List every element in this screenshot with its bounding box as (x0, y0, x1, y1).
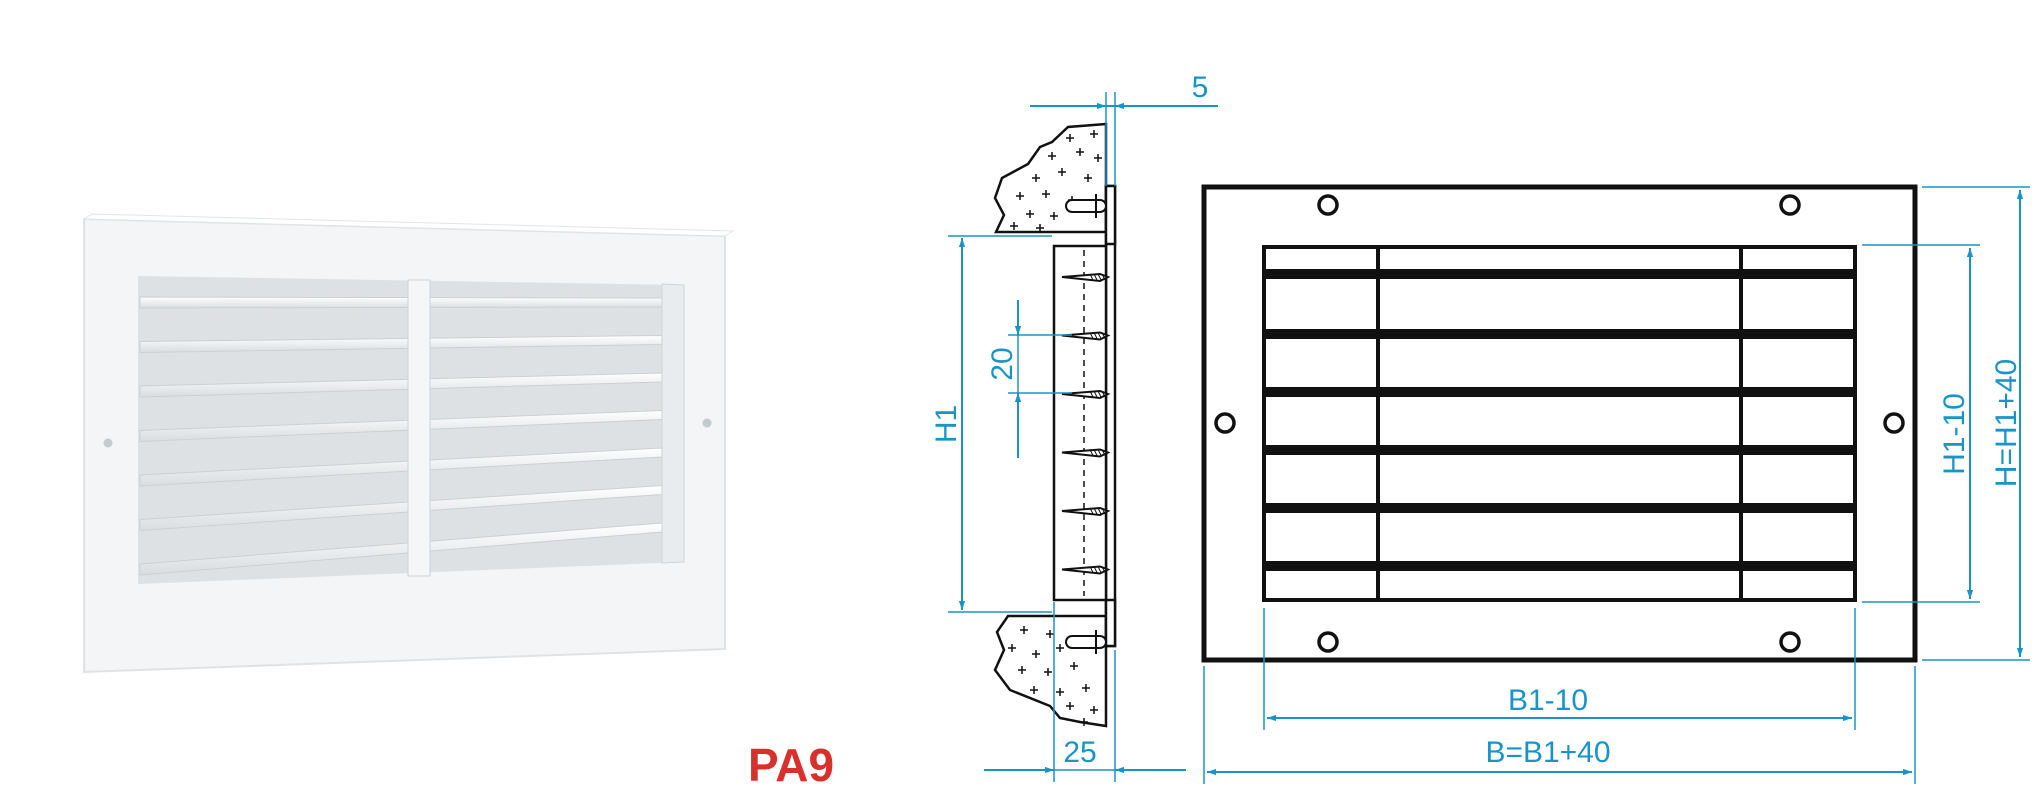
dimension-label-25: 25 (1063, 736, 1096, 769)
grille-depth-body (1052, 244, 1108, 602)
frame-flange (1104, 184, 1117, 648)
dimension-label-h-total: H=H1+40 (1990, 359, 2023, 487)
mounting-hole-right (702, 418, 712, 428)
dimension-label-b1-10: B1-10 (1508, 684, 1588, 717)
inner-core (1262, 245, 1857, 602)
front-blade (1264, 269, 1855, 279)
front-blade (1264, 503, 1855, 513)
blade-profiles (1061, 272, 1111, 575)
dimension-label-5: 5 (1192, 71, 1209, 104)
front-blades (1264, 269, 1855, 571)
mounting-hole-left (103, 438, 113, 448)
dimension-label-b-total: B=B1+40 (1485, 736, 1610, 769)
dimension-label-h1-10: H1-10 (1938, 393, 1971, 475)
front-blade (1264, 329, 1855, 339)
side-section-view: 5 H1 20 25 (930, 71, 1218, 782)
dimension-label-20: 20 (986, 347, 1019, 380)
front-view: H1-10 H=H1+40 B1-10 B=B1+40 (1201, 184, 2030, 784)
fixing-screw-bottom (1065, 630, 1107, 654)
front-blade (1264, 387, 1855, 397)
fixing-screw-top (1065, 194, 1107, 218)
grille-blade (139, 296, 663, 309)
dimension-label-h1: H1 (930, 405, 963, 443)
grille-product-photo (82, 213, 735, 674)
front-blade (1264, 445, 1855, 455)
product-code-label: PA9 (748, 739, 835, 791)
grille-blades (139, 296, 663, 576)
front-blade (1264, 561, 1855, 571)
front-mounting-holes (1214, 194, 1905, 653)
